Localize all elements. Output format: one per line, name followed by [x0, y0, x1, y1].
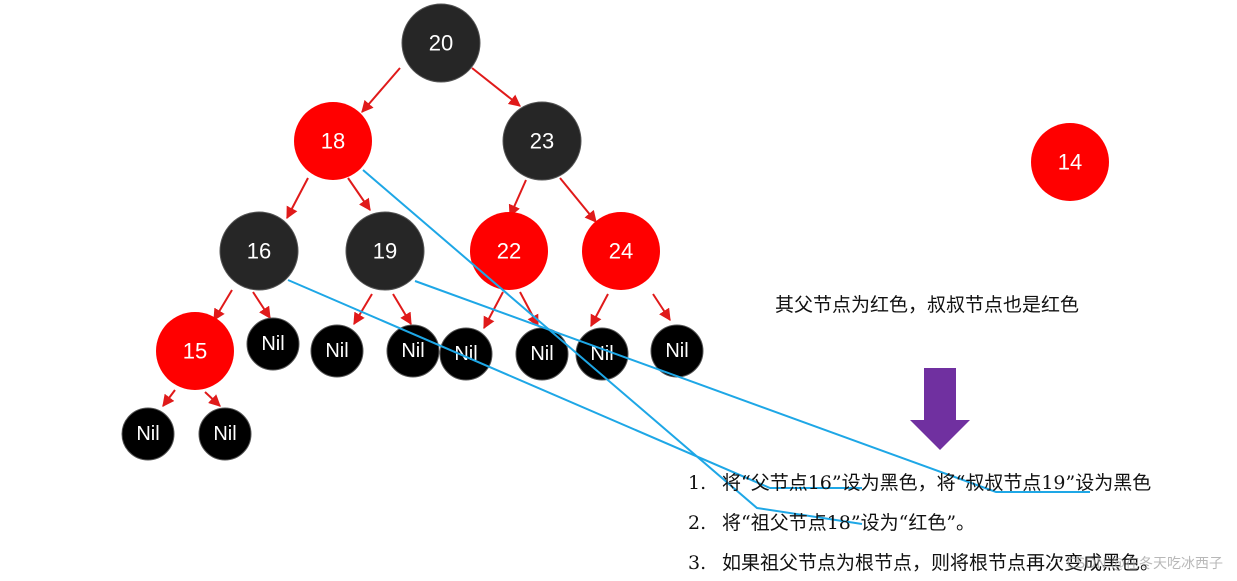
- step-1: 1. 将“父节点16”设为黑色，将“叔叔节点19”设为黑色: [688, 468, 1151, 495]
- tree-edge-arrow: [392, 293, 412, 326]
- tree-edge-arrow: [519, 291, 539, 328]
- node-circle: [439, 327, 493, 381]
- watermark: CSDN @在冬天吃冰西子: [1066, 556, 1223, 572]
- tree-edge-arrow: [471, 67, 521, 107]
- tree-node-n16: 16: [219, 211, 299, 291]
- node-label: 19: [373, 239, 397, 264]
- annotation-line: [362, 169, 863, 525]
- tree-node-nil9: Nil: [198, 407, 252, 461]
- tree-edge-arrow: [361, 67, 401, 113]
- node-circle: [121, 407, 175, 461]
- step-2-number: 2.: [688, 512, 707, 534]
- node-circle: [198, 407, 252, 461]
- node-circle: [582, 212, 660, 290]
- tree-edge-arrow: [353, 293, 373, 326]
- tree-edge-arrow: [162, 389, 176, 407]
- step-1-text: 将“父节点16”设为黑色，将“叔叔节点19”设为黑色: [722, 472, 1152, 494]
- tree-edge-arrow: [652, 293, 671, 322]
- tree-node-nil7: Nil: [650, 324, 704, 378]
- node-label: Nil: [213, 423, 236, 445]
- tree-node-n20: 20: [401, 3, 481, 83]
- node-circle: [310, 324, 364, 378]
- node-label: 15: [183, 339, 207, 364]
- node-label: Nil: [590, 343, 613, 365]
- step-2-text: 将“祖父节点18”设为“红色”。: [722, 512, 976, 534]
- node-label: Nil: [401, 340, 424, 362]
- tree-node-n18: 18: [294, 102, 372, 180]
- step-1-number: 1.: [688, 472, 707, 494]
- node-label: Nil: [325, 340, 348, 362]
- annotation-line: [287, 279, 862, 489]
- down-arrow-icon: [910, 368, 970, 450]
- node-circle: [345, 211, 425, 291]
- node-circle: [502, 101, 582, 181]
- tree-node-n22: 22: [470, 212, 548, 290]
- node-label: 23: [530, 129, 554, 154]
- tree-node-n15: 15: [156, 312, 234, 390]
- node-label: 14: [1058, 150, 1082, 175]
- node-label: 20: [429, 31, 453, 56]
- tree-edge-arrow: [508, 179, 527, 218]
- tree-node-nil1: Nil: [246, 317, 300, 371]
- tree-node-nil8: Nil: [121, 407, 175, 461]
- node-label: Nil: [261, 333, 284, 355]
- tree-edge-arrow: [204, 391, 221, 407]
- node-circle: [470, 212, 548, 290]
- node-label: Nil: [136, 423, 159, 445]
- tree-node-n23: 23: [502, 101, 582, 181]
- tree-node-nil6: Nil: [575, 327, 629, 381]
- tree-node-n19: 19: [345, 211, 425, 291]
- inserted-node: 14: [1031, 123, 1109, 201]
- node-circle: [294, 102, 372, 180]
- node-label: 18: [321, 129, 345, 154]
- node-circle: [401, 3, 481, 83]
- tree-edge-arrow: [590, 293, 609, 328]
- node-circle: [156, 312, 234, 390]
- tree-edge-arrow: [347, 177, 371, 211]
- step-3-text: 如果祖父节点为根节点，则将根节点再次变成黑色。: [722, 552, 1160, 574]
- tree-edge-arrow: [252, 291, 271, 320]
- tree-edge-arrow: [286, 177, 309, 220]
- node-circle: [1031, 123, 1109, 201]
- tree-edge-arrow: [559, 177, 597, 223]
- node-label: Nil: [530, 343, 553, 365]
- tree-node-nil5: Nil: [515, 327, 569, 381]
- tree-edge-arrow: [213, 289, 233, 322]
- node-label: 22: [497, 239, 521, 264]
- condition-text: 其父节点为红色，叔叔节点也是红色: [775, 294, 1080, 316]
- step-2: 2. 将“祖父节点18”设为“红色”。: [688, 508, 975, 535]
- annotation-line: [414, 280, 1090, 493]
- tree-node-nil2: Nil: [310, 324, 364, 378]
- annotation-lines: [287, 169, 1090, 525]
- step-3: 3. 如果祖父节点为根节点，则将根节点再次变成黑色。: [688, 548, 1159, 575]
- node-label: 16: [247, 239, 271, 264]
- node-circle: [246, 317, 300, 371]
- node-circle: [386, 324, 440, 378]
- node-label: Nil: [665, 340, 688, 362]
- tree-edges: [162, 67, 671, 407]
- tree-node-n24: 24: [582, 212, 660, 290]
- tree-node-nil4: Nil: [439, 327, 493, 381]
- node-circle: [219, 211, 299, 291]
- tree-node-nil3: Nil: [386, 324, 440, 378]
- node-label: 24: [609, 239, 633, 264]
- step-3-number: 3.: [688, 552, 707, 574]
